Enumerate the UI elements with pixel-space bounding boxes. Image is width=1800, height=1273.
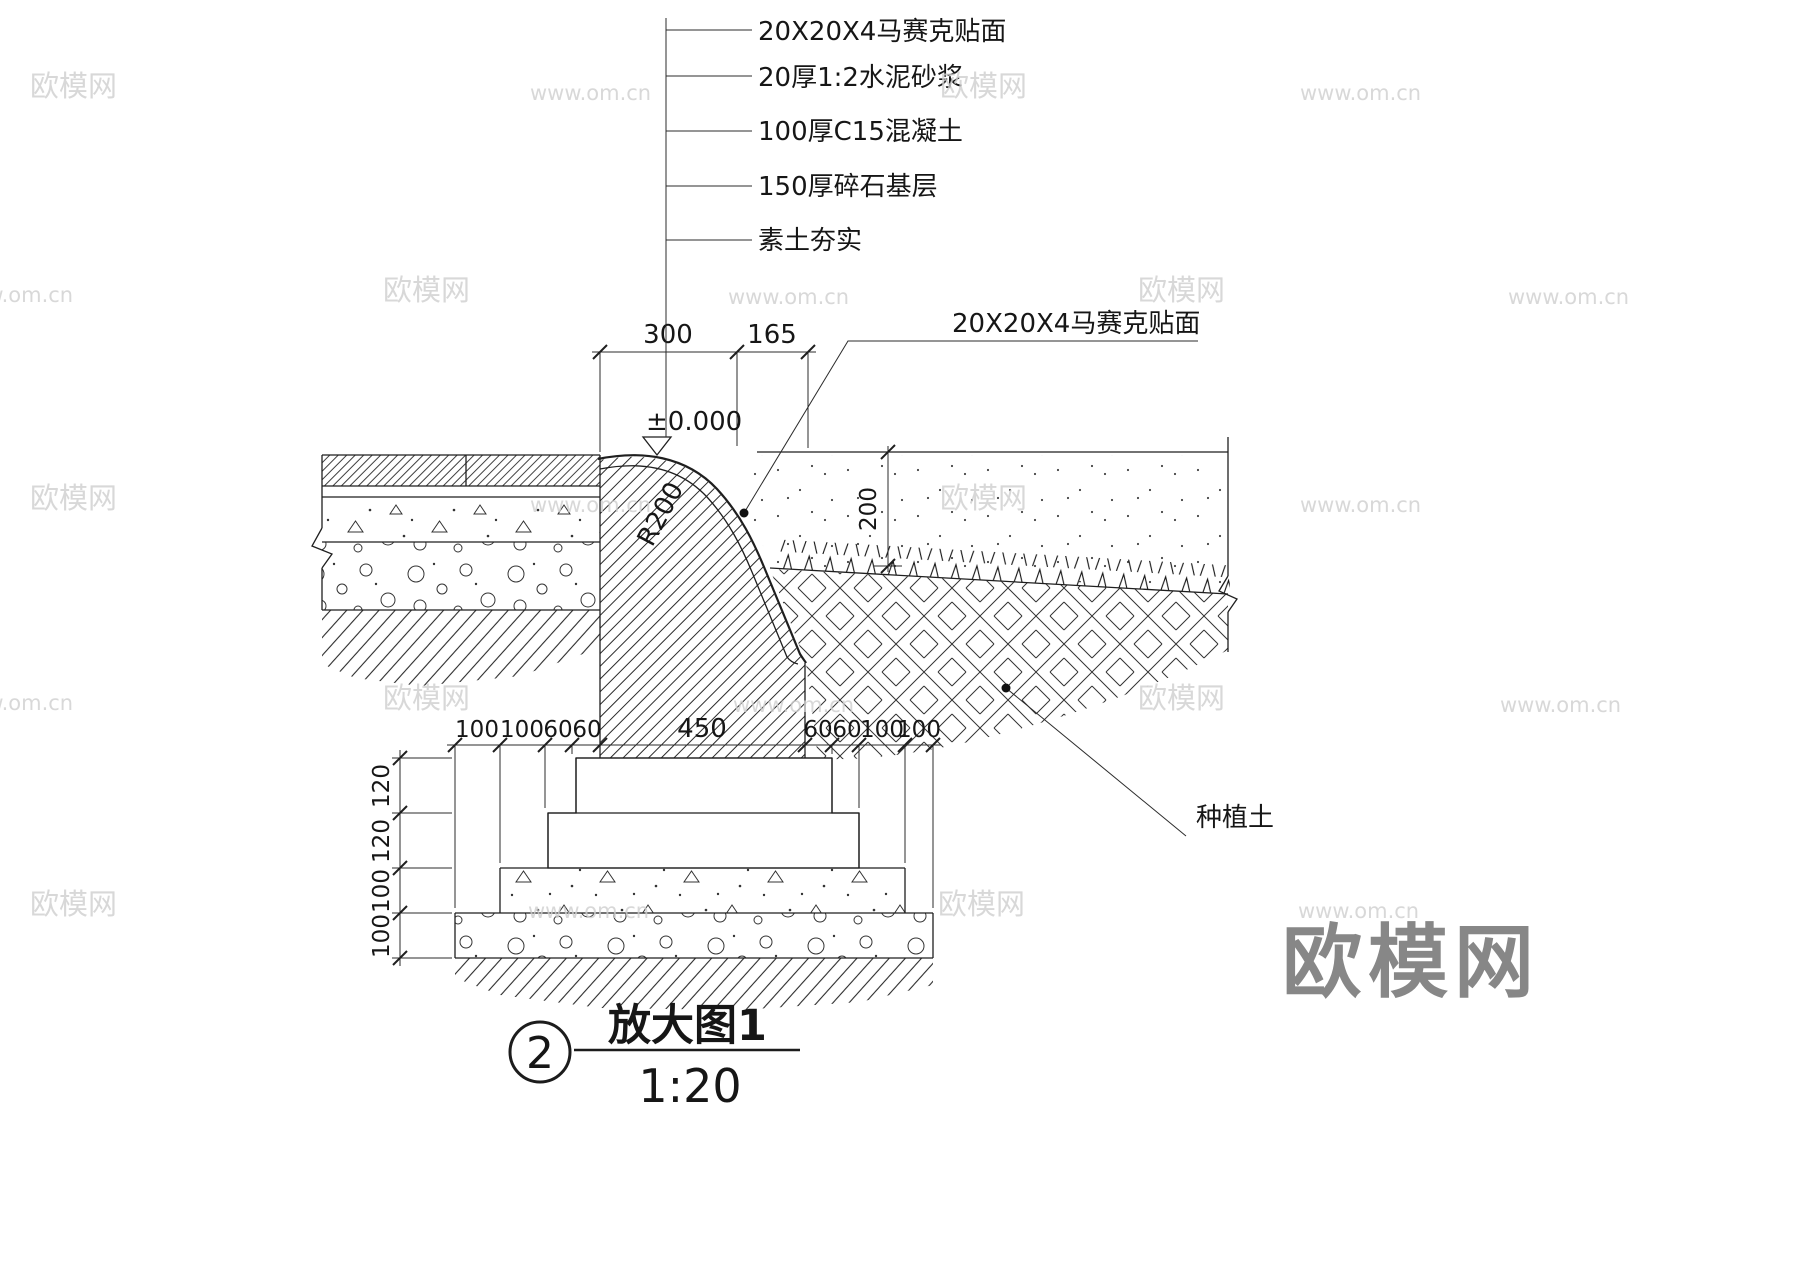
watermark-text: 欧模网 bbox=[30, 69, 117, 103]
watermark-text: www.om.cn bbox=[1500, 693, 1621, 717]
detail-bubble bbox=[508, 1020, 572, 1084]
callouts: 20X20X4马赛克贴面 20厚1:2水泥砂浆 100厚C15混凝土 150厚碎… bbox=[632, 17, 1274, 837]
callout-leader-stack bbox=[665, 18, 752, 437]
footing-gravel-fill bbox=[455, 913, 933, 958]
dim-label: 100 bbox=[897, 717, 941, 743]
dim-label: 200 bbox=[856, 487, 882, 531]
grass-surface-line bbox=[769, 567, 1229, 595]
level-label: ±0.000 bbox=[646, 407, 742, 437]
planting-leader bbox=[1005, 687, 1187, 837]
watermark-text: www.om.cn bbox=[728, 285, 849, 309]
subsoil-bottom-fill bbox=[455, 958, 933, 1010]
subsoil-left-fill bbox=[322, 610, 600, 686]
watermark-text: www.om.cn bbox=[1298, 899, 1419, 923]
dim-label: 100 bbox=[500, 717, 544, 743]
planting-note: 种植土 bbox=[1196, 803, 1274, 833]
footing-outline bbox=[454, 757, 934, 959]
structure-lines bbox=[311, 437, 1238, 959]
dim-label: 120 bbox=[369, 819, 395, 863]
watermark-text: 欧模网 bbox=[383, 681, 470, 715]
planting-leader-dot bbox=[1001, 683, 1011, 693]
footing-concrete-fill bbox=[500, 868, 905, 913]
dim-label: 60 bbox=[832, 717, 861, 743]
dim-left-ticks bbox=[392, 750, 408, 966]
watermark-text: 欧模网 bbox=[1138, 681, 1225, 715]
grass-strip bbox=[774, 539, 1231, 595]
dim-label: 450 bbox=[677, 714, 727, 744]
dim-top-lines bbox=[592, 351, 816, 452]
watermark-text: www.om.cn bbox=[1300, 81, 1421, 105]
right-break-icon bbox=[1218, 575, 1238, 613]
concrete-layer-fill bbox=[322, 497, 600, 542]
dim-label: 300 bbox=[643, 320, 693, 350]
watermark-text: www.om.cn bbox=[528, 899, 649, 923]
dim-label: 100 bbox=[369, 869, 395, 913]
dim-right-ticks bbox=[880, 444, 896, 574]
watermark-text: www.om.cn bbox=[0, 283, 73, 307]
tile-layer-fill bbox=[322, 455, 600, 486]
mosaic-surface-inner bbox=[599, 465, 799, 665]
dim-label: 120 bbox=[369, 764, 395, 808]
dim-label: 165 bbox=[747, 320, 797, 350]
level-marker-icon bbox=[641, 436, 673, 457]
dim-bottom-ticks bbox=[447, 737, 941, 753]
watermark-text: www.om.cn bbox=[530, 81, 651, 105]
watermark-text: 欧模网 bbox=[30, 481, 117, 515]
watermark-text: www.om.cn bbox=[0, 691, 73, 715]
watermark-text: 欧模网 bbox=[30, 887, 117, 921]
watermark-text: 欧模网 bbox=[1138, 273, 1225, 307]
dim-top-ticks bbox=[592, 344, 816, 360]
detail-number: 2 bbox=[526, 1028, 554, 1079]
layer-note: 150厚碎石基层 bbox=[758, 172, 938, 202]
detail-title: 放大图1 bbox=[608, 1001, 767, 1051]
layer-note: 20厚1:2水泥砂浆 bbox=[758, 63, 963, 93]
watermark-text: 欧模网 bbox=[940, 69, 1027, 103]
dim-label: 100 bbox=[860, 717, 904, 743]
watermark-text: www.om.cn bbox=[1508, 285, 1629, 309]
watermark-text: 欧模网 bbox=[940, 481, 1027, 515]
mosaic-surface-outer bbox=[597, 454, 807, 664]
dim-label: 60 bbox=[803, 717, 832, 743]
curb-body-fill bbox=[600, 456, 805, 758]
dim-label: 100 bbox=[455, 717, 499, 743]
detail-scale: 1:20 bbox=[638, 1059, 741, 1113]
layer-note: 20X20X4马赛克贴面 bbox=[758, 17, 1006, 47]
site-logo: 欧模网 bbox=[1282, 916, 1540, 1009]
gravel-layer-fill bbox=[322, 542, 600, 610]
mosaic-leader bbox=[743, 340, 1198, 514]
dim-label: 60 bbox=[572, 717, 601, 743]
pavement-layer-lines bbox=[321, 454, 600, 611]
watermark-text: www.om.cn bbox=[733, 693, 854, 717]
mosaic-note: 20X20X4马赛克贴面 bbox=[952, 309, 1200, 339]
dim-label: 100 bbox=[369, 914, 395, 958]
watermark-layer: 欧模网 www.om.cn 欧模网 www.om.cn www.om.cn 欧模… bbox=[0, 69, 1629, 1009]
mosaic-leader-dot bbox=[739, 508, 749, 518]
watermark-text: www.om.cn bbox=[530, 493, 651, 517]
dim-left-ext bbox=[392, 757, 452, 959]
watermark-text: 欧模网 bbox=[938, 887, 1025, 921]
material-fills bbox=[322, 455, 1231, 1010]
layer-note: 素土夯实 bbox=[758, 226, 862, 256]
dim-bottom-ext bbox=[454, 745, 934, 908]
layer-note: 100厚C15混凝土 bbox=[758, 117, 963, 147]
dim-label: 60 bbox=[543, 717, 572, 743]
pavement-break-icon bbox=[311, 527, 334, 569]
title-block: 2 放大图1 1:20 bbox=[508, 1001, 800, 1113]
dimensions: 300 165 ±0.000 200 100 100 60 60 450 60 … bbox=[369, 320, 941, 966]
watermark-text: www.om.cn bbox=[1300, 493, 1421, 517]
planting-soil-weave bbox=[770, 569, 1228, 760]
watermark-text: 欧模网 bbox=[383, 273, 470, 307]
curb-edges bbox=[599, 455, 806, 758]
